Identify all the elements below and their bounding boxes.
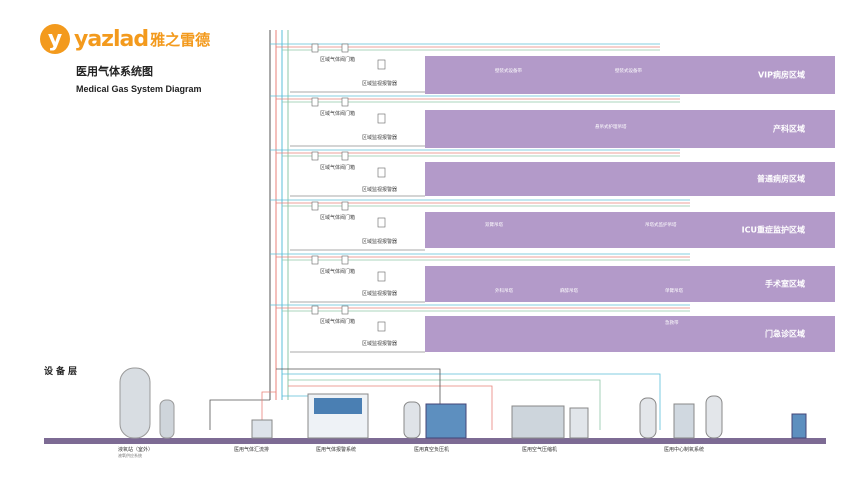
zone-vip-ward: VIP病房区域 壁装式设备带 壁装式设备带 [425, 56, 835, 94]
vacuum-pump-unit [403, 401, 467, 439]
alarm-label: 区域监视报警器 [362, 135, 398, 141]
diagram-title-en: Medical Gas System Diagram [76, 84, 202, 94]
zone-label: ICU重症监护区域 [741, 225, 805, 235]
device-label: 急救带 [665, 321, 679, 326]
valve-boxes [311, 43, 349, 315]
zone-label: 产科区域 [773, 124, 805, 134]
main-risers [269, 30, 289, 400]
air-compressor-unit [511, 405, 589, 439]
zone-obstetrics: 产科区域 悬吊式护理吊塔 [425, 110, 835, 148]
gas-manifold [251, 419, 273, 439]
alarm-label: 区域监视报警器 [362, 341, 398, 347]
equipment-label: 医用空气压缩机 [522, 447, 558, 453]
equipment-layer-label: 设备层 [44, 367, 81, 377]
zone-operating: 手术室区域 外科吊塔 麻醉吊塔 单臂吊塔 [425, 266, 835, 302]
floor-shelves [290, 91, 425, 353]
valve-box-label: 区域气体阀门箱 [320, 269, 356, 275]
device-label: 双臂吊塔 [485, 223, 503, 228]
device-label: 悬吊式护理吊塔 [595, 125, 627, 130]
oxygen-plant-unit [639, 395, 807, 439]
zone-label: 普通病房区域 [757, 174, 805, 184]
valve-box-label: 区域气体阀门箱 [320, 111, 356, 117]
alarm-label: 区域监视报警器 [362, 291, 398, 297]
device-label: 吊塔式监护吊塔 [645, 223, 677, 228]
logo-mark-icon: y [40, 24, 70, 54]
zone-icu: ICU重症监护区域 双臂吊塔 吊塔式监护吊塔 [425, 212, 835, 248]
equipment-label: 医用气体报警系统 [316, 447, 357, 453]
zone-label: 手术室区域 [765, 279, 805, 289]
alarm-label: 区域监视报警器 [362, 239, 398, 245]
ground-floor-bar [44, 438, 826, 444]
zone-general-ward: 普通病房区域 [425, 162, 835, 196]
liquid-oxygen-tank [119, 367, 175, 439]
alarm-label: 区域监视报警器 [362, 81, 398, 87]
device-label: 外科吊塔 [495, 289, 513, 294]
alarm-system-console [307, 393, 369, 439]
valve-box-label: 区域气体阀门箱 [320, 57, 356, 63]
equipment-label: 液氧站（室外） [118, 447, 154, 453]
device-label: 壁装式设备带 [615, 69, 642, 74]
alarm-label: 区域监视报警器 [362, 187, 398, 193]
device-label: 麻醉吊塔 [560, 289, 578, 294]
brand-logo: y yazlad 雅之雷德 [40, 22, 210, 56]
equipment-label: 医用气体汇流排 [234, 447, 270, 453]
device-label: 壁装式设备带 [495, 69, 522, 74]
logo-wordmark: yazlad [74, 26, 149, 52]
device-label: 单臂吊塔 [665, 289, 683, 294]
logo-chinese-name: 雅之雷德 [150, 30, 211, 49]
zone-emergency: 门急诊区域 急救带 [425, 316, 835, 352]
valve-box-label: 区域气体阀门箱 [320, 215, 356, 221]
valve-box-label: 区域气体阀门箱 [320, 319, 356, 325]
equipment-sublabel: 液氧供应系统 [118, 453, 142, 458]
zone-label: VIP病房区域 [757, 70, 805, 80]
diagram-title-cn: 医用气体系统图 [76, 65, 153, 78]
alarm-boxes [377, 59, 386, 332]
equipment-label: 医用真空负压机 [414, 447, 450, 453]
equipment-label: 医用中心制氧系统 [664, 447, 705, 453]
valve-box-label: 区域气体阀门箱 [320, 165, 356, 171]
zone-label: 门急诊区域 [765, 329, 805, 339]
